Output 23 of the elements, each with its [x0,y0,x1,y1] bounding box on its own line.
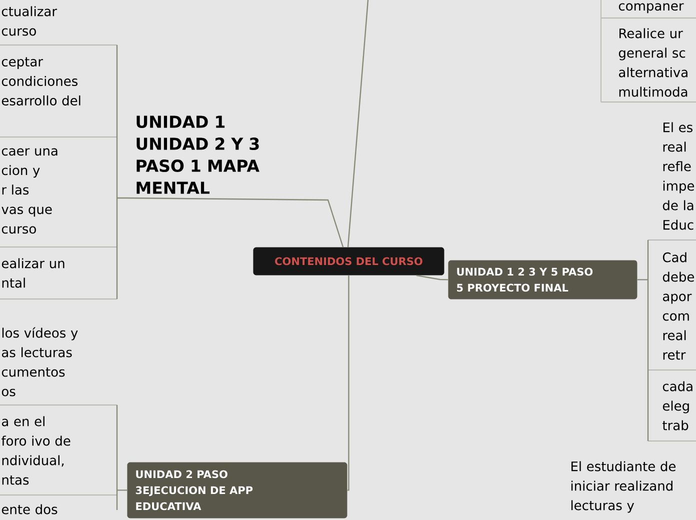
leaf-text: ctualizar curso [2,6,58,36]
leaf-box: ente dos [0,494,118,514]
connector-line [116,44,128,300]
leaf-box: ealizar un ntal [0,258,118,300]
connector-line [636,239,649,442]
leaf-text: El es real refle impe de la Educ [662,122,694,230]
leaf-box: ceptar condiciones esarrollo del [0,44,118,138]
leaf-box: companer [600,0,696,18]
leaf-text: los vídeos y as lecturas cumentos os [2,327,78,396]
leaf-box: cada eleg trab [648,381,696,442]
leaf-box: a en el foro ivo de ndividual, ntas [0,404,118,485]
connector-line [416,274,448,280]
topic-box: UNIDAD 1 2 3 Y 5 PASO 5 PROYECTO FINAL [448,260,638,300]
leaf-box: Realice ur general sc alternativa multimoda [600,18,696,102]
topic-heading: UNIDAD 1 UNIDAD 2 Y 3 PASO 1 MAPA MENTAL [136,116,260,194]
central-topic-box: CONTENIDOS DEL CURSO [253,247,444,276]
connector-line [116,404,128,511]
connector-line [347,275,350,491]
topic-box: UNIDAD 2 PASO 3EJECUCION DE APP EDUCATIVA [127,462,348,518]
connector-line [127,197,344,248]
leaf-text: El estudiante de iniciar realizand lecturas y [571,461,676,513]
leaf-box: caer una cion y r las vas que curso [0,148,118,248]
leaf-box: Cad debe apor com real retr [648,240,696,370]
